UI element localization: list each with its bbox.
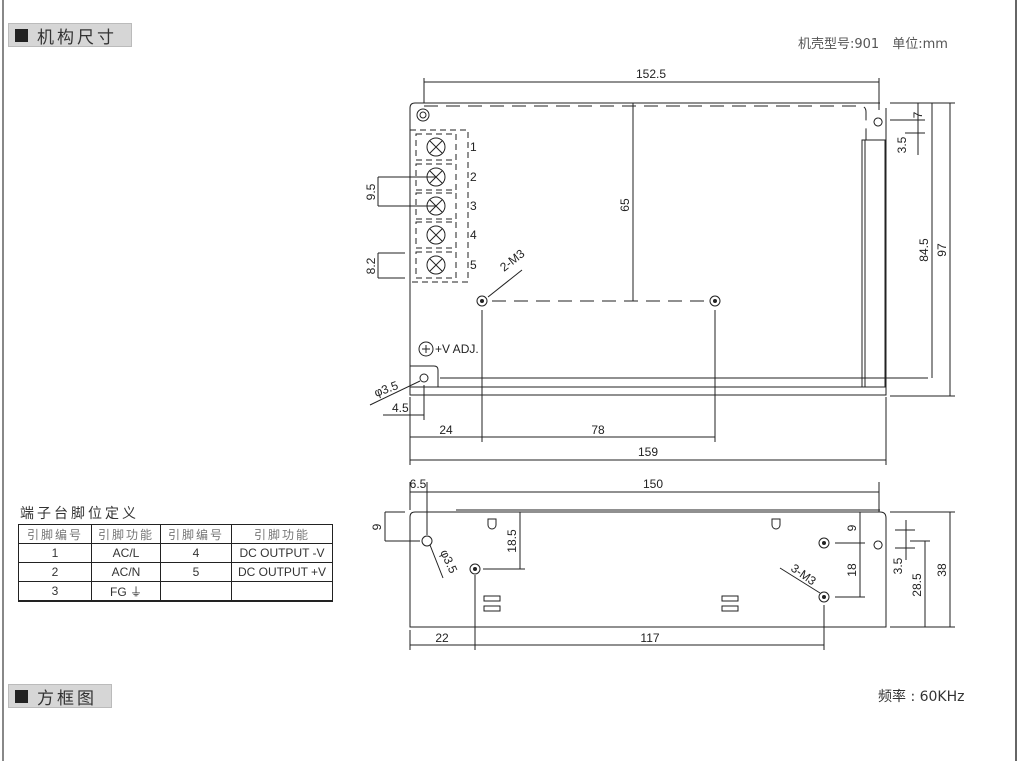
frequency: 频率 : 60KHz <box>878 689 965 705</box>
cell: DC OUTPUT +V <box>231 562 333 582</box>
table-row: 2 AC/N 5 DC OUTPUT +V <box>18 562 333 582</box>
dim-label: 22 <box>435 631 449 645</box>
square-bullet-icon <box>15 28 28 42</box>
leader-line <box>429 544 444 579</box>
vent-slots <box>483 595 739 612</box>
dim-label: 65 <box>618 198 632 212</box>
dim-label: 18.5 <box>505 529 519 553</box>
dim-label: 84.5 <box>917 238 931 262</box>
slot-hole <box>873 540 883 550</box>
cell <box>231 581 333 602</box>
dim-label: 9.5 <box>364 183 378 200</box>
hole-icon <box>421 535 433 547</box>
section-title: 机构尺寸 <box>37 27 117 48</box>
terminal-screw-1: 1 <box>415 133 477 161</box>
dim-label: 8.2 <box>364 257 378 274</box>
cell: DC OUTPUT -V <box>231 543 333 563</box>
top-cover-edge <box>424 105 867 140</box>
top-view: 1 2 3 4 5 2-M3 +V ADJ. φ3.5 152.5 65 <box>364 67 955 465</box>
mount-hole-center <box>713 299 717 303</box>
leader-line <box>369 380 421 406</box>
bottom-dims <box>383 310 887 465</box>
vent-tabs <box>487 518 781 530</box>
table-header-row: 引脚编号 引脚功能 引脚编号 引脚功能 <box>18 524 333 544</box>
pot-cross <box>422 345 430 353</box>
vadj-label: +V ADJ. <box>435 342 479 356</box>
pitch-dims <box>377 176 436 279</box>
terminal-number: 2 <box>470 170 477 184</box>
corner-tab <box>410 365 439 387</box>
leader-line <box>779 567 821 594</box>
dim-label: 9 <box>370 523 384 530</box>
table-row: 3 FG ⏚ <box>18 581 333 602</box>
pin-table: 引脚编号 引脚功能 引脚编号 引脚功能 1 AC/L 4 DC OUTPUT -… <box>18 524 333 602</box>
screw-inner <box>419 111 427 119</box>
dim-label: 9 <box>845 524 859 531</box>
square-bullet-icon <box>15 689 28 703</box>
hole-icon <box>419 373 429 383</box>
mount-hole-icon <box>709 295 721 307</box>
dim-label: 6.5 <box>410 477 427 491</box>
side-view-outline <box>409 511 887 628</box>
dim-label: 97 <box>935 243 949 257</box>
mount-hole-center <box>480 299 484 303</box>
dim-label: 4.5 <box>392 401 409 415</box>
dim-label: 3.5 <box>891 557 905 574</box>
header-cell: 引脚编号 <box>160 524 232 544</box>
case-info: 机壳型号:901 单位:mm <box>798 37 948 52</box>
terminal-number: 1 <box>470 140 477 154</box>
page-border-left <box>2 0 4 761</box>
pin-table-title: 端子台脚位定义 <box>20 506 139 522</box>
dim-label: 18 <box>845 563 859 577</box>
dim-label: 3.5 <box>895 136 909 153</box>
section-title: 方框图 <box>37 688 97 709</box>
dim-label: 38 <box>935 563 949 577</box>
cell: AC/N <box>91 562 161 582</box>
dim-label: 24 <box>439 423 453 437</box>
header-cell: 引脚功能 <box>231 524 333 544</box>
top-view-outline <box>409 102 887 396</box>
terminal-screw-5: 5 <box>415 251 477 279</box>
leader-line <box>487 269 523 298</box>
side-dims <box>384 482 955 650</box>
mount-label: 3-M3 <box>788 561 819 588</box>
section-header-mechanical: 机构尺寸 <box>8 23 132 48</box>
mount-hole-icon <box>476 295 488 307</box>
dim-label: 78 <box>591 423 605 437</box>
terminal-block <box>410 129 469 283</box>
hole-dia-label: φ3.5 <box>372 378 400 400</box>
mount-label: 2-M3 <box>497 246 527 274</box>
cell: AC/L <box>91 543 161 563</box>
table-row: 1 AC/L 4 DC OUTPUT -V <box>18 543 333 563</box>
page-border-right <box>1015 0 1017 761</box>
slot-hole <box>873 117 883 127</box>
ext-lines <box>423 78 880 110</box>
dim-label: 150 <box>643 477 663 491</box>
dim-label: 7 <box>911 111 925 118</box>
terminal-screw-4: 4 <box>415 221 477 249</box>
right-dims <box>890 102 955 397</box>
cell: FG ⏚ <box>91 581 161 602</box>
terminal-number: 3 <box>470 199 477 213</box>
screw-icon <box>416 108 430 122</box>
heat-sink-bar <box>861 139 886 388</box>
mount-hole-icon <box>469 537 830 603</box>
dim-label: 159 <box>638 445 658 459</box>
dim-label: 152.5 <box>636 67 666 81</box>
potentiometer-icon <box>418 341 434 357</box>
terminal-number: 5 <box>470 258 477 272</box>
dim-label: 117 <box>640 631 659 645</box>
side-view: φ3.5 3-M3 6.5 150 9 18.5 9 18 3.5 28.5 3… <box>370 477 955 650</box>
terminal-number: 4 <box>470 228 477 242</box>
dim-label: 28.5 <box>910 573 924 597</box>
section-header-block-diagram: 方框图 <box>8 684 112 709</box>
